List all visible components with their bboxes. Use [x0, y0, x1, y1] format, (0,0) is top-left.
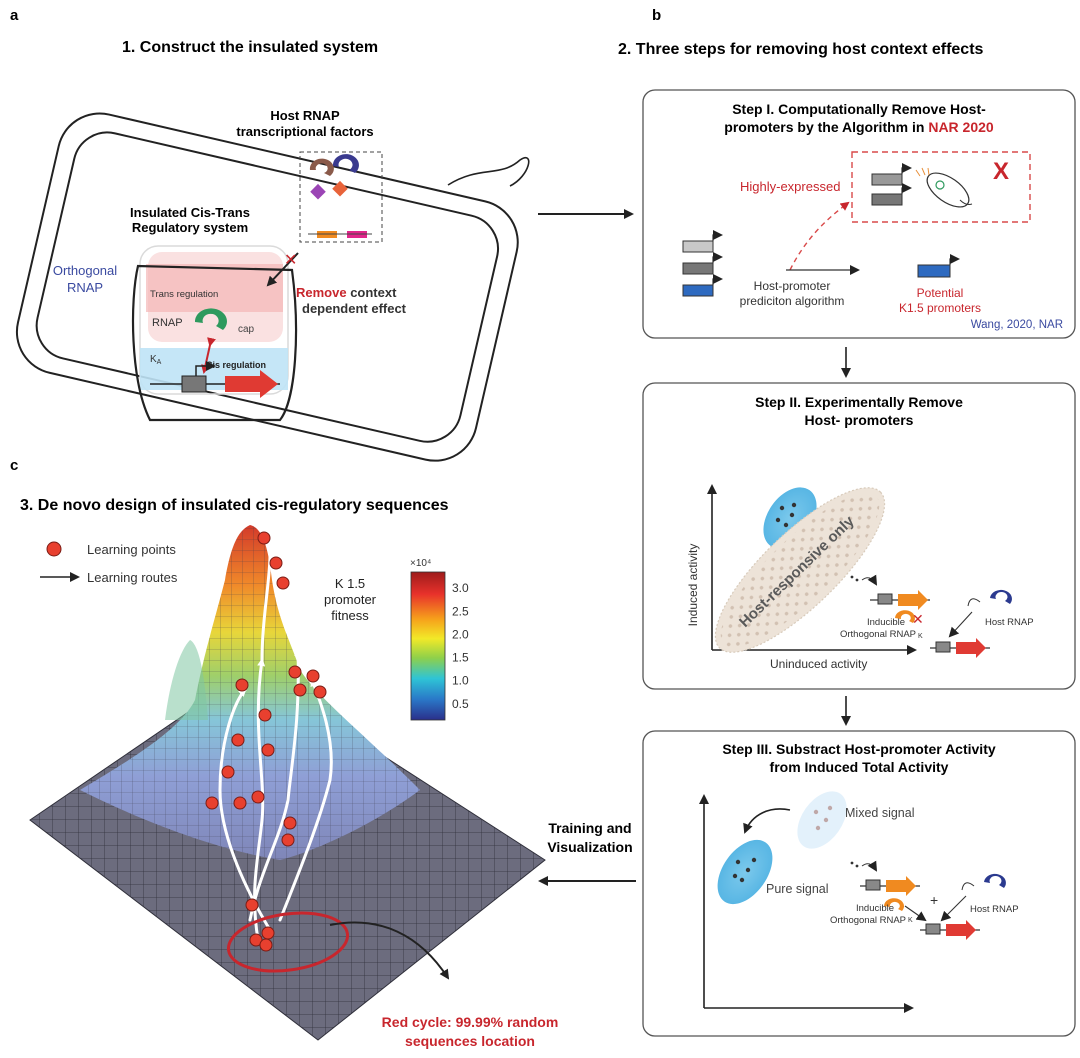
host-rnap-label: Host RNAP	[270, 108, 340, 123]
tf-diamond-purple	[310, 183, 326, 200]
potential-label: Potential	[917, 286, 964, 300]
insulated-system: Trans regulation RNAP cap KA Cis regulat…	[131, 245, 298, 422]
svg-text:K: K	[918, 633, 923, 640]
highly-expressed-box	[851, 151, 1031, 223]
colorbar	[410, 571, 446, 721]
tf-diamond-orange	[332, 180, 348, 197]
step1-box	[642, 89, 1076, 339]
legend-point-icon	[46, 541, 62, 557]
fitness-label: K 1.5	[335, 576, 365, 591]
learning-points	[205, 531, 327, 952]
host-rnap-icon	[309, 158, 334, 176]
remove-arrow	[266, 252, 299, 287]
step1-title-2: promoters by the Algorithm in NAR 2020	[724, 119, 994, 135]
orthogonal-label: Orthogonal	[53, 263, 117, 278]
plus-sign: +	[930, 892, 938, 908]
panel-letter-c: c	[10, 457, 18, 474]
step2-inducible-label: Inducible	[867, 617, 905, 628]
potential-promoter	[917, 264, 951, 278]
highly-expressed-label: Highly-expressed	[740, 179, 840, 194]
remove-cross-icon: ✕	[284, 252, 297, 269]
colorbar-ticks: 3.0 2.5 2.0 1.5 1.0 0.5	[452, 581, 469, 711]
insulated-label-2: Regulatory system	[132, 220, 248, 235]
mixed-signal-label: Mixed signal	[845, 806, 914, 820]
remove-label: Remove context	[296, 285, 397, 300]
colorbar-exponent: ×10⁴	[410, 558, 431, 569]
step2-title-2: Host- promoters	[805, 412, 914, 428]
cell-envelope	[15, 112, 519, 462]
training-label-2: Visualization	[547, 839, 632, 855]
colorbar-tick-label: 2.5	[452, 604, 469, 618]
x-mark: X	[993, 158, 1009, 185]
step2-box	[642, 382, 1076, 690]
step3-inducible-label-2: Orthogonal RNAP	[830, 915, 906, 926]
step3-mechanism: K	[850, 860, 1006, 940]
panel-a-title: 1. Construct the insulated system	[122, 39, 378, 56]
fitness-label-2: promoter	[324, 592, 377, 607]
colorbar-tick-label: 0.5	[452, 697, 469, 711]
colorbar-tick-label: 1.0	[452, 674, 469, 688]
colorbar-tick-label: 1.5	[452, 651, 469, 665]
pure-signal-cluster	[717, 839, 773, 905]
citation-label: Wang, 2020, NAR	[971, 319, 1063, 331]
gene-arrow	[225, 370, 278, 398]
rnap-label: RNAP	[152, 317, 183, 329]
red-cycle	[226, 911, 350, 973]
host-rnap-icon-2	[332, 154, 359, 173]
step3-box	[642, 730, 1076, 1037]
panel-b-title: 2. Three steps for removing host context…	[618, 41, 984, 58]
legend-points-label: Learning points	[87, 542, 176, 557]
step1-title: Step I. Computationally Remove Host-	[732, 101, 986, 117]
colorbar-tick-label: 2.0	[452, 627, 469, 641]
cis-regulation-label: Cis regulation	[206, 360, 266, 370]
algorithm-label-2: prediciton algorithm	[740, 294, 845, 308]
pure-signal-label: Pure signal	[766, 882, 829, 896]
dashed-arrow	[789, 201, 850, 271]
algorithm-label: Host-promoter	[754, 279, 831, 293]
panel-c-title: 3. De novo design of insulated cis-regul…	[20, 497, 449, 514]
panel-letter-b: b	[652, 7, 661, 24]
remove-label-2: dependent effect	[302, 301, 407, 316]
svg-text:✕: ✕	[912, 611, 924, 627]
promoter-list	[682, 230, 723, 297]
step3-title-2: from Induced Total Activity	[770, 759, 949, 775]
svg-text:K: K	[908, 917, 913, 924]
step2-title: Step II. Experimentally Remove	[755, 394, 963, 410]
training-label: Training and	[548, 820, 631, 836]
fitness-label-3: fitness	[331, 608, 369, 623]
host-rnap-label-2: transcriptional factors	[236, 124, 373, 139]
step2-host-rnap-label: Host RNAP	[985, 617, 1034, 628]
orthogonal-rnap-icon	[194, 308, 227, 330]
red-cycle-arrow	[329, 921, 450, 980]
step3-title: Step III. Substract Host-promoter Activi…	[722, 741, 996, 757]
cap-label: cap	[238, 324, 255, 335]
host-factors-box	[299, 151, 383, 243]
legend-routes-label: Learning routes	[87, 570, 178, 585]
flagellum-icon	[447, 157, 530, 187]
red-cycle-label-2: sequences location	[405, 1033, 535, 1049]
step2-ylabel: Induced activity	[686, 544, 700, 627]
red-cycle-label: Red cycle: 99.99% random	[382, 1014, 559, 1030]
mixed-cluster	[797, 791, 847, 849]
colorbar-tick-label: 3.0	[452, 581, 469, 595]
ka-label: KA	[150, 354, 162, 366]
side-ridge	[165, 640, 208, 720]
trans-regulation-label: Trans regulation	[150, 289, 218, 300]
panel-letter-a: a	[10, 7, 19, 24]
step2-xlabel: Uninduced activity	[770, 657, 867, 671]
orthogonal-label-2: RNAP	[67, 280, 103, 295]
step3-inducible-label: Inducible	[856, 903, 894, 914]
step2-inducible-label-2: Orthogonal RNAP	[840, 629, 916, 640]
insulated-label: Insulated Cis-Trans	[130, 205, 250, 220]
step2-mechanism: ✕ K	[850, 574, 1012, 658]
potential-label-2: K1.5 promoters	[899, 301, 981, 315]
step3-host-rnap-label: Host RNAP	[970, 904, 1019, 915]
ecoli-cell-icon	[926, 172, 970, 208]
